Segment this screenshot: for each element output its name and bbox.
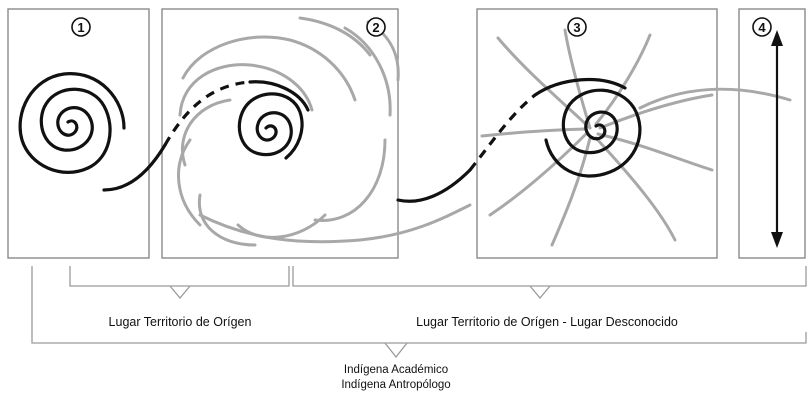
- bracket-second: [292, 266, 807, 300]
- panel-1-frame: [7, 8, 150, 259]
- bracket-first-label: Lugar Territorio de Orígen: [109, 315, 252, 329]
- panel-3-spiral: [533, 77, 642, 178]
- connector-1-2-dashed: [163, 80, 251, 146]
- connector-2-3: [396, 168, 472, 203]
- panel-1-number-badge: 1: [71, 17, 91, 37]
- panels: [7, 8, 806, 259]
- panel-1-spiral: [18, 72, 126, 174]
- panel-3-number: 3: [573, 20, 580, 35]
- bracket-outer-label-line2: Indígena Antropólogo: [341, 379, 450, 391]
- bracket-first: [69, 266, 290, 300]
- panel-2-spiral: [237, 80, 310, 160]
- bracket-second-label: Lugar Territorio de Orígen - Lugar Desco…: [416, 315, 678, 329]
- bracket-outer-label-line1: Indígena Académico: [344, 364, 448, 376]
- connector-1-2: [102, 143, 167, 192]
- panel-2-number-badge: 2: [366, 17, 386, 37]
- connector-2-3-dashed: [468, 93, 536, 171]
- connecting-gray-curve: [198, 203, 472, 244]
- panel-4-double-arrow: [771, 30, 783, 248]
- panel-2-gray-arms: [177, 16, 400, 247]
- panel-3-number-badge: 3: [567, 17, 587, 37]
- panel-4-number-badge: 4: [752, 17, 772, 37]
- bracket-outer: [31, 266, 807, 359]
- panel-4-number: 4: [758, 20, 766, 35]
- panel-1-number: 1: [77, 20, 84, 35]
- panel-2-number: 2: [372, 20, 379, 35]
- panel-4-frame: [738, 8, 806, 259]
